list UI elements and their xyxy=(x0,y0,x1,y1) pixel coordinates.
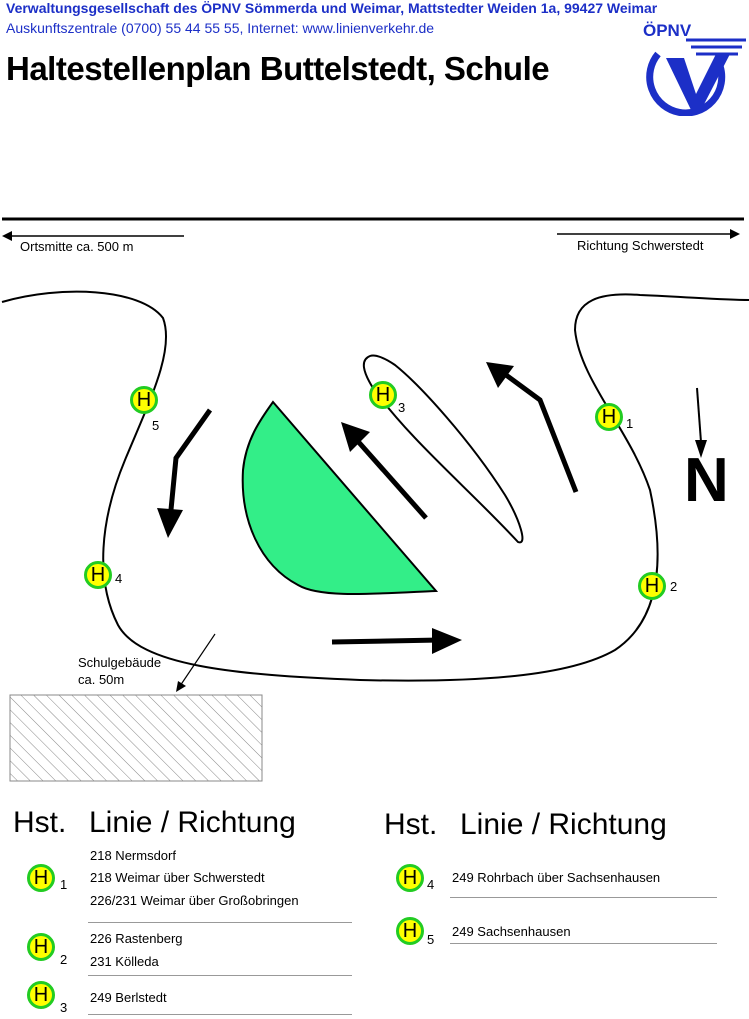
page-title: Haltestellenplan Buttelstedt, Schule xyxy=(6,50,550,87)
flow-arrow-right xyxy=(331,637,441,645)
map-stop-3: H xyxy=(369,381,397,409)
map-stop-4: H xyxy=(84,561,112,589)
map-stop-5-number: 5 xyxy=(152,418,160,433)
school-building xyxy=(9,694,263,782)
table-right-stop-header: Hst. xyxy=(384,808,438,841)
route-line: 249 Berlstedt xyxy=(90,990,167,1005)
map-stop-1-number: 1 xyxy=(626,416,634,431)
table-stop-4-icon: H xyxy=(396,864,424,892)
map-stop-1: H xyxy=(595,403,623,431)
route-line: 226/231 Weimar über Großobringen xyxy=(90,893,299,908)
table-stop-3-number: 3 xyxy=(60,1000,68,1015)
left-direction-label: Ortsmitte ca. 500 m xyxy=(20,239,134,254)
row-divider xyxy=(88,975,352,976)
flow-arrow-up-left-center xyxy=(353,436,428,520)
map-stop-5: H xyxy=(130,386,158,414)
arrow-right-icon xyxy=(730,229,740,239)
stop-map xyxy=(1,217,749,782)
bus-loop-road xyxy=(1,290,749,682)
north-label: N xyxy=(684,446,729,515)
table-left-stop-header: Hst. xyxy=(13,806,67,839)
route-line: 249 Rohrbach über Sachsenhausen xyxy=(452,870,661,885)
logo-text: ÖPNV xyxy=(643,21,692,40)
right-direction-label: Richtung Schwerstedt xyxy=(577,238,704,253)
table-stop-1-icon: H xyxy=(27,864,55,892)
flow-arrow-up-left-right xyxy=(500,369,579,493)
map-stop-3-number: 3 xyxy=(398,400,406,415)
table-left-route-header: Linie / Richtung xyxy=(89,806,296,839)
table-stop-4-number: 4 xyxy=(427,877,435,892)
table-stop-5-icon: H xyxy=(396,917,424,945)
table-stop-1-number: 1 xyxy=(60,877,68,892)
table-stop-5-number: 5 xyxy=(427,932,435,947)
green-island xyxy=(241,400,439,595)
row-divider xyxy=(450,943,717,944)
route-line: 249 Sachsenhausen xyxy=(452,924,571,939)
school-distance-label: ca. 50m xyxy=(78,672,125,687)
opnv-logo xyxy=(646,38,746,116)
route-line: 231 Kölleda xyxy=(90,954,159,969)
row-divider xyxy=(450,897,717,898)
row-divider xyxy=(88,922,352,923)
table-right-route-header: Linie / Richtung xyxy=(460,808,667,841)
row-divider xyxy=(88,1014,352,1015)
contact-info: Auskunftszentrale (0700) 55 44 55 55, In… xyxy=(6,20,435,36)
route-line: 218 Nermsdorf xyxy=(90,848,176,863)
map-stop-2: H xyxy=(638,572,666,600)
table-stop-3-icon: H xyxy=(27,981,55,1009)
arrow-left-icon xyxy=(2,231,12,241)
route-line: 218 Weimar über Schwerstedt xyxy=(90,870,265,885)
company-name: Verwaltungsgesellschaft des ÖPNV Sömmerd… xyxy=(6,0,658,16)
flow-arrow-down-left xyxy=(167,408,213,521)
table-stop-2-icon: H xyxy=(27,933,55,961)
map-stop-4-number: 4 xyxy=(115,571,123,586)
table-stop-2-number: 2 xyxy=(60,952,68,967)
north-arrow-icon xyxy=(695,440,707,458)
school-label: Schulgebäude xyxy=(78,655,162,670)
map-stop-2-number: 2 xyxy=(670,579,678,594)
route-line: 226 Rastenberg xyxy=(90,931,183,946)
